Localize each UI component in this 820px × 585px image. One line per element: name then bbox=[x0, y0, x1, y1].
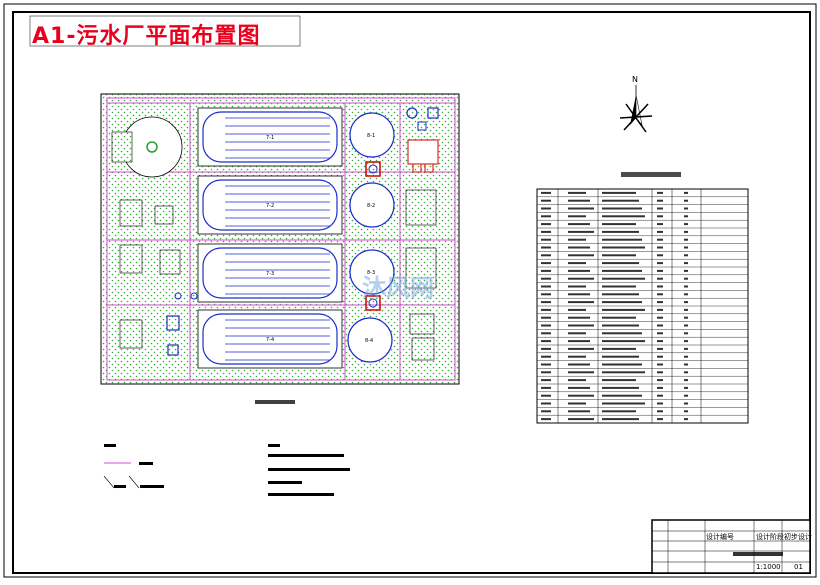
basin-label-1: 7-1 bbox=[266, 135, 274, 141]
clarifier-label-1: 8-1 bbox=[367, 133, 375, 139]
title-box bbox=[29, 15, 301, 47]
equipment-table bbox=[536, 172, 749, 424]
design-stage-value: 初步设计 bbox=[784, 533, 812, 541]
north-arrow-icon: N bbox=[619, 75, 653, 133]
plan-caption bbox=[255, 400, 295, 404]
inner-frame bbox=[12, 11, 811, 574]
clarifier-label-4: 8-4 bbox=[365, 338, 373, 344]
north-label: N bbox=[632, 75, 638, 84]
sheet-number: 01 bbox=[794, 563, 803, 571]
basin-label-2: 7-2 bbox=[266, 203, 274, 209]
aeration-basins bbox=[197, 107, 343, 369]
watermark: 沐风网 bbox=[362, 274, 434, 302]
basin-label-3: 7-3 bbox=[266, 271, 274, 277]
drawing-title: A1-污水厂平面布置图 bbox=[32, 24, 261, 49]
pump-structures bbox=[166, 107, 439, 356]
circular-plaza bbox=[111, 116, 183, 178]
outer-frame bbox=[3, 3, 817, 578]
title-block bbox=[651, 519, 811, 574]
design-stage-label: 设计阶段 bbox=[756, 533, 784, 541]
basin-label-4: 7-4 bbox=[266, 337, 274, 343]
design-no-label: 设计编号 bbox=[706, 533, 734, 541]
clarifiers bbox=[347, 112, 395, 363]
clarifier-labels: 8-1 8-2 8-3 8-4 bbox=[365, 133, 375, 344]
legend bbox=[103, 444, 164, 489]
clarifier-label-2: 8-2 bbox=[367, 203, 375, 209]
clarifier-label-3: 8-3 bbox=[367, 270, 375, 276]
notes bbox=[268, 444, 350, 496]
basin-labels: 7-1 7-2 7-3 7-4 bbox=[266, 135, 274, 343]
auxiliary-buildings bbox=[119, 189, 437, 361]
scale-value: 1:1000 bbox=[756, 563, 781, 571]
